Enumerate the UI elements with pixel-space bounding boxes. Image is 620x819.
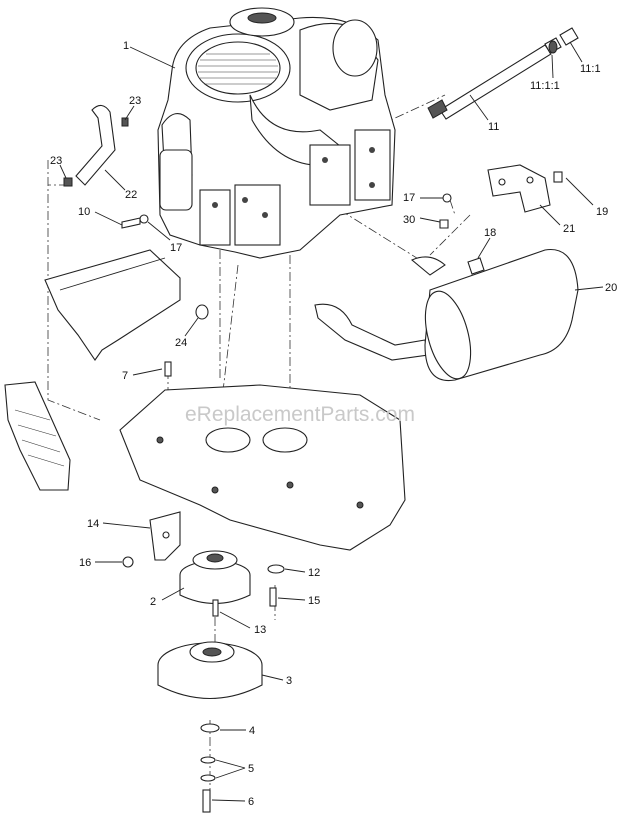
callout-11: 11: [488, 121, 499, 133]
callout-3: 3: [286, 675, 292, 687]
callout-20: 20: [605, 282, 617, 294]
leader-lines: [59, 41, 604, 802]
callout-1: 1: [123, 40, 129, 52]
pto-clutch: [157, 641, 263, 699]
callout-30: 30: [403, 214, 415, 226]
callout-4: 4: [249, 725, 255, 737]
callout-15: 15: [308, 595, 320, 607]
callout-labels: 1 23 23 22 10 17 11 11:1 11:1:1 17 30 18…: [50, 40, 617, 808]
deck-plate: [119, 384, 406, 551]
callout-16: 16: [79, 557, 91, 569]
breather-hose: [63, 104, 129, 187]
callout-11-1-1: 11:1:1: [530, 80, 560, 92]
callout-2: 2: [150, 596, 156, 608]
pulley: [179, 550, 251, 604]
engine-shroud: [44, 249, 181, 361]
callout-5: 5: [248, 763, 254, 775]
callout-23-top: 23: [129, 95, 141, 107]
callout-7: 7: [122, 370, 128, 382]
side-panel: [4, 381, 71, 491]
watermark-text: eReplacementParts.com: [185, 403, 415, 426]
callout-11-1: 11:1: [580, 63, 601, 75]
fasteners: [122, 304, 285, 813]
muffler-bracket: [487, 164, 551, 213]
callout-22: 22: [125, 189, 137, 201]
callout-10: 10: [78, 206, 90, 218]
callout-17-left: 17: [170, 242, 182, 254]
callout-17-right: 17: [403, 192, 415, 204]
callout-24: 24: [175, 337, 187, 349]
callout-13: 13: [254, 624, 266, 636]
callout-18: 18: [484, 227, 496, 239]
small-hardware: [121, 171, 563, 275]
callout-23-left: 23: [50, 155, 62, 167]
callout-14: 14: [87, 518, 99, 530]
callout-12: 12: [308, 567, 320, 579]
engine: [157, 7, 396, 259]
muffler: [314, 248, 579, 382]
idler-bracket: [149, 511, 181, 561]
callout-21: 21: [563, 223, 575, 235]
callout-19: 19: [596, 206, 608, 218]
callout-6: 6: [248, 796, 254, 808]
fuel-line: [427, 27, 579, 120]
